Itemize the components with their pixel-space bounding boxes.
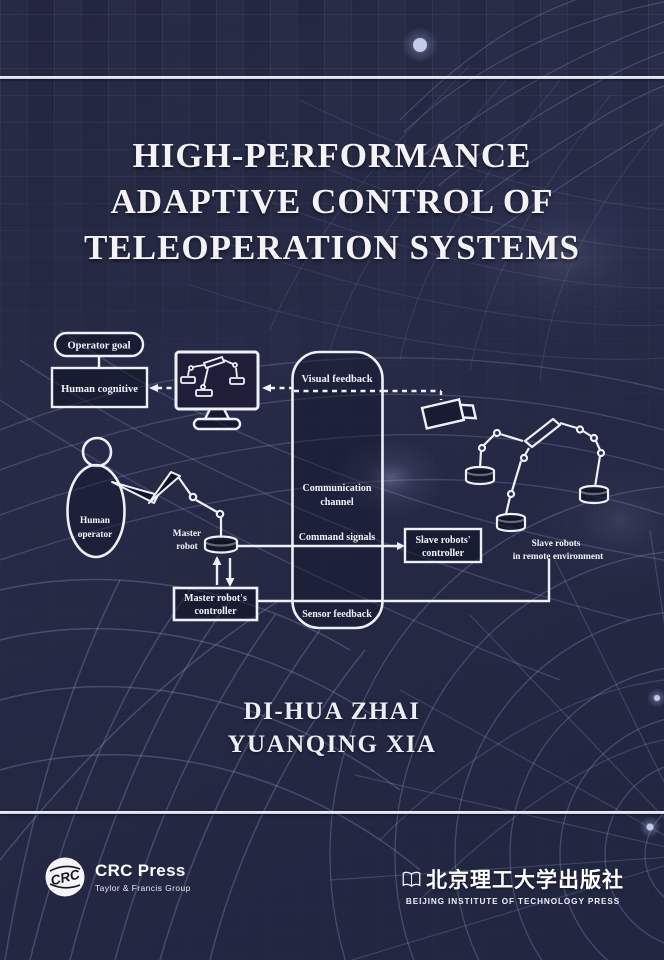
arrow-up-head (212, 556, 222, 565)
communication-channel-box (291, 350, 384, 630)
mesh-bottom-right-rays (329, 529, 664, 960)
master-robot-icon (178, 477, 239, 554)
sensor-feedback-line (258, 559, 551, 603)
arrowhead-into-monitor (262, 384, 271, 392)
master-controller-box (172, 586, 259, 622)
crc-press-logo: CRC CRC Press Taylor & Francis Group (44, 856, 191, 898)
comm-channel-label-1: Communication (303, 483, 372, 494)
monitor-base (192, 417, 242, 431)
slave-robots-label-2: in remote environment (513, 552, 604, 562)
glow-dot-top (413, 38, 427, 52)
slave-robots-icon (464, 417, 610, 533)
mesh-bottom-right-circles (329, 486, 664, 960)
master-controller-label-2: controller (194, 606, 237, 617)
title-line: TELEOPERATION SYSTEMS (84, 228, 580, 267)
human-operator-label-1: Human (80, 516, 111, 526)
arrow-down-head (225, 578, 235, 587)
bit-english-name: BEIJING INSTITUTE OF TECHNOLOGY PRESS (405, 897, 621, 906)
title-line: HIGH-PERFORMANCE (132, 136, 532, 175)
open-book-icon (402, 871, 421, 887)
book-title: HIGH-PERFORMANCE ADAPTIVE CONTROL OF TEL… (0, 133, 664, 271)
top-rule (0, 76, 664, 79)
monitor-stand (203, 407, 231, 421)
slave-controller-box (403, 527, 483, 564)
author-name: DI-HUA ZHAI (243, 698, 421, 725)
crc-circle-icon: CRC (45, 857, 85, 897)
human-cognitive-box (50, 366, 149, 409)
comm-channel-label-2: channel (320, 497, 354, 508)
human-forearm (148, 471, 181, 504)
human-body (66, 463, 126, 559)
master-robot-label-2: robot (176, 542, 198, 552)
bottom-rule (0, 811, 664, 814)
slave-robots-label-1: Slave robots (532, 539, 581, 549)
master-controller-label-1: Master robot's (184, 593, 247, 604)
arrowhead-into-cognitive (149, 384, 158, 392)
human-operator-label-2: operator (78, 530, 113, 540)
author-names: DI-HUA ZHAI YUANQING XIA (0, 695, 664, 761)
bilateral-arrows (212, 556, 235, 587)
sensor-feedback-label: Sensor feedback (302, 609, 372, 620)
arrowhead-into-slave-controller (397, 542, 405, 550)
command-signals-label: Command signals (299, 532, 376, 543)
glow-dots (335, 27, 664, 838)
visual-feedback-label: Visual feedback (301, 374, 372, 385)
human-head (81, 436, 113, 468)
bit-chinese-name: 北京理工大学出版社 (426, 868, 624, 892)
master-robot-label-1: Master (173, 529, 201, 539)
human-upper-arm (111, 481, 159, 504)
mesh-bottom-left-fan (0, 578, 421, 960)
camera-icon (420, 398, 478, 430)
bit-press-logo: 北京理工大学出版社 BEIJING INSTITUTE OF TECHNOLOG… (402, 864, 624, 906)
author-name: YUANQING XIA (227, 731, 437, 758)
monitor-icon (174, 350, 260, 431)
operator-goal-label: Operator goal (67, 341, 130, 352)
crc-circle-text: CRC (49, 867, 81, 889)
human-operator-figure (66, 436, 181, 559)
slave-controller-label-1: Slave robots' (415, 535, 470, 546)
human-cognitive-label: Human cognitive (61, 384, 138, 395)
crc-press-name: CRC Press (95, 861, 186, 880)
title-line: ADAPTIVE CONTROL OF (110, 182, 554, 221)
crc-tagline: Taylor & Francis Group (95, 883, 191, 893)
slave-controller-label-2: controller (422, 548, 465, 559)
